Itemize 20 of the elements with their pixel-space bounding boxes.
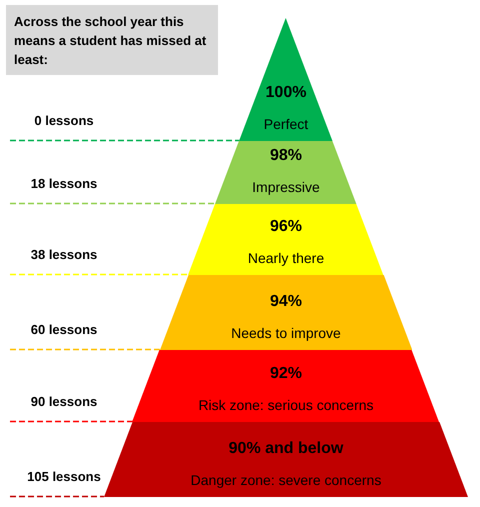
lesson-count-label: 90 lessons: [30, 393, 98, 411]
percentage-text: 94%: [270, 292, 302, 312]
tier-label: Needs to improve: [231, 324, 341, 343]
percentage-text: 98%: [270, 146, 302, 166]
percentage-text: 100%: [266, 83, 306, 103]
lesson-count-label: 60 lessons: [30, 321, 98, 339]
tier-label: Nearly there: [248, 249, 324, 268]
percentage-text: 92%: [270, 364, 302, 384]
percentage-text: 96%: [270, 217, 302, 237]
lesson-count-label: 38 lessons: [30, 246, 98, 264]
note-panel: [6, 5, 218, 75]
tier-label: Perfect: [264, 115, 308, 134]
tier-label: Impressive: [252, 178, 320, 197]
lesson-count-label: 0 lessons: [34, 112, 94, 130]
lesson-count-label: 18 lessons: [30, 175, 98, 193]
tier-label: Danger zone: severe concerns: [190, 471, 382, 490]
percentage-text: 90% and below: [228, 439, 344, 459]
lesson-count-label: 105 lessons: [27, 468, 101, 486]
tier-label: Risk zone: serious concerns: [198, 396, 374, 415]
note-text: Across the school year this means a student has missed at least:: [14, 13, 208, 69]
